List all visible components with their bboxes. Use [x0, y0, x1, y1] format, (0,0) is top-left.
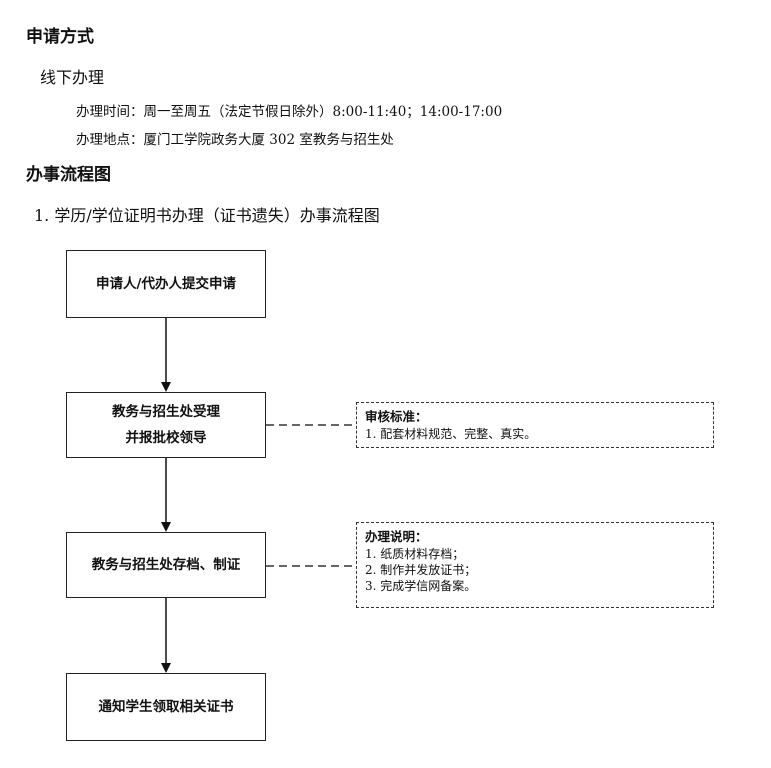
flow-step-accept-and-report: 教务与招生处受理 并报批校领导	[66, 392, 266, 458]
note-review-criteria: 审核标准： 1. 配套材料规范、完整、真实。	[356, 402, 714, 448]
note-item: 2. 制作并发放证书；	[365, 563, 477, 577]
office-location: 办理地点：厦门工学院政务大厦 302 室教务与招生处	[76, 132, 394, 148]
note-title: 审核标准：	[365, 409, 428, 424]
step-label: 教务与招生处存档、制证	[91, 557, 241, 573]
note-item: 1. 纸质材料存档；	[365, 547, 465, 561]
step-label: 教务与招生处受理	[112, 404, 220, 420]
section-heading-flow: 办事流程图	[26, 165, 111, 185]
note-title: 办理说明：	[365, 529, 428, 544]
step-label: 并报批校领导	[125, 430, 207, 446]
office-hours: 办理时间：周一至周五（法定节假日除外）8:00-11:40；14:00-17:0…	[76, 104, 503, 120]
note-processing-details: 办理说明： 1. 纸质材料存档； 2. 制作并发放证书； 3. 完成学信网备案。	[356, 522, 714, 608]
step-label: 申请人/代办人提交申请	[96, 276, 236, 292]
section-heading-apply: 申请方式	[26, 27, 94, 47]
note-item: 1. 配套材料规范、完整、真实。	[365, 427, 537, 441]
flowchart-subtitle: 1. 学历/学位证明书办理（证书遗失）办事流程图	[34, 206, 380, 225]
flow-step-notify-pickup: 通知学生领取相关证书	[66, 673, 266, 741]
note-item: 3. 完成学信网备案。	[365, 579, 477, 593]
flow-step-submit-application: 申请人/代办人提交申请	[66, 250, 266, 318]
apply-method: 线下办理	[40, 68, 105, 87]
step-label: 通知学生领取相关证书	[98, 699, 234, 715]
flow-step-archive-and-issue: 教务与招生处存档、制证	[66, 532, 266, 598]
